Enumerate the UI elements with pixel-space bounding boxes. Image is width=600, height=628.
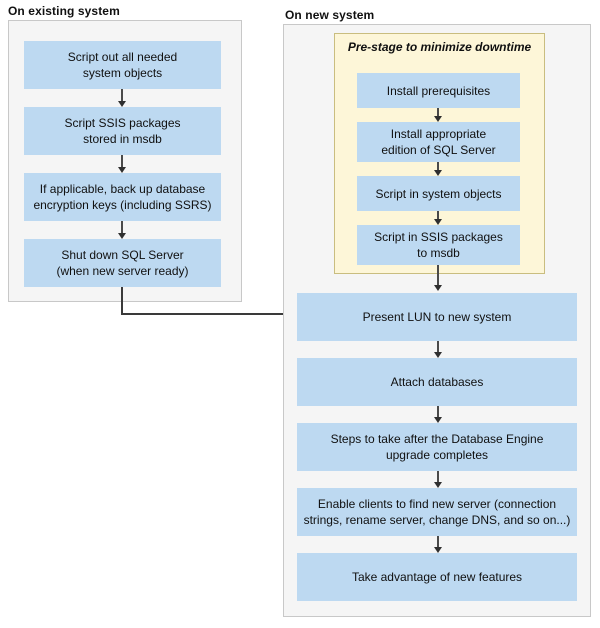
left-panel-title: On existing system xyxy=(8,4,120,18)
node-text-line2: edition of SQL Server xyxy=(381,143,496,157)
node-text-line1: Script SSIS packages xyxy=(64,116,181,130)
arrow-right-4-head xyxy=(434,547,442,553)
node-text-line1: Script out all needed xyxy=(67,50,178,64)
node-take-advantage-new-features[interactable]: Take advantage of new features xyxy=(297,553,577,601)
node-text-line2: upgrade completes xyxy=(385,448,489,462)
node-shut-down-sql-server[interactable]: Shut down SQL Server (when new server re… xyxy=(24,239,221,287)
node-text-line1: If applicable, back up database xyxy=(39,182,206,196)
node-text-line1: Enable clients to find new server (conne… xyxy=(317,497,557,511)
node-backup-encryption-keys[interactable]: If applicable, back up database encrypti… xyxy=(24,173,221,221)
node-text-line1: Shut down SQL Server xyxy=(61,248,184,262)
node-present-lun[interactable]: Present LUN to new system xyxy=(297,293,577,341)
arrow-group-exit-head xyxy=(434,285,442,291)
arrow-right-2-head xyxy=(434,417,442,423)
node-text-line2: encryption keys (including SSRS) xyxy=(33,198,212,212)
arrow-group-exit-connector xyxy=(437,265,439,287)
node-install-edition-sql-server[interactable]: Install appropriate edition of SQL Serve… xyxy=(357,122,520,162)
arrow-group-3-head xyxy=(434,219,442,225)
node-text-line2: stored in msdb xyxy=(83,132,162,146)
arrow-left-3-connector xyxy=(121,221,123,235)
node-install-prerequisites[interactable]: Install prerequisites xyxy=(357,73,520,108)
arrow-group-3-connector xyxy=(437,211,439,221)
node-text-line1: Install appropriate xyxy=(390,127,487,141)
arrow-right-1-connector xyxy=(437,341,439,354)
arrow-group-1-head xyxy=(434,116,442,122)
arrow-right-3-connector xyxy=(437,471,439,484)
node-steps-after-upgrade[interactable]: Steps to take after the Database Engine … xyxy=(297,423,577,471)
arrow-left-1-connector xyxy=(121,89,123,103)
arrow-right-2-connector xyxy=(437,406,439,419)
right-panel-title: On new system xyxy=(285,8,375,22)
node-enable-clients-find-server[interactable]: Enable clients to find new server (conne… xyxy=(297,488,577,536)
arrow-group-2-connector xyxy=(437,162,439,172)
node-text-line2: to msdb xyxy=(417,246,460,260)
node-script-in-ssis-packages[interactable]: Script in SSIS packages to msdb xyxy=(357,225,520,265)
node-attach-databases[interactable]: Attach databases xyxy=(297,358,577,406)
node-script-out-system-objects[interactable]: Script out all needed system objects xyxy=(24,41,221,89)
node-text-line2: (when new server ready) xyxy=(56,264,189,278)
node-script-ssis-packages[interactable]: Script SSIS packages stored in msdb xyxy=(24,107,221,155)
arrow-left-2-connector xyxy=(121,155,123,169)
node-text-line1: Take advantage of new features xyxy=(351,570,523,584)
arrow-left-3-head xyxy=(118,233,126,239)
arrow-right-1-head xyxy=(434,352,442,358)
arrow-group-1-connector xyxy=(437,108,439,118)
arrow-right-4-connector xyxy=(437,536,439,549)
node-script-in-system-objects[interactable]: Script in system objects xyxy=(357,176,520,211)
cross-connector-vertical xyxy=(121,287,123,315)
node-text-line1: Steps to take after the Database Engine xyxy=(330,432,544,446)
node-text-line1: Script in system objects xyxy=(375,186,502,201)
node-text-line1: Script in SSIS packages xyxy=(374,230,503,244)
arrow-left-2-head xyxy=(118,167,126,173)
arrow-right-3-head xyxy=(434,482,442,488)
cross-connector-horizontal xyxy=(121,313,289,315)
arrow-left-1-head xyxy=(118,101,126,107)
node-text-line2: system objects xyxy=(82,66,163,80)
node-text-line1: Attach databases xyxy=(390,375,484,389)
node-text-line1: Present LUN to new system xyxy=(362,310,512,324)
node-text-line1: Install prerequisites xyxy=(386,83,491,98)
prestage-group-label: Pre-stage to minimize downtime xyxy=(347,40,532,54)
arrow-group-2-head xyxy=(434,170,442,176)
node-text-line2: strings, rename server, change DNS, and … xyxy=(303,513,571,527)
